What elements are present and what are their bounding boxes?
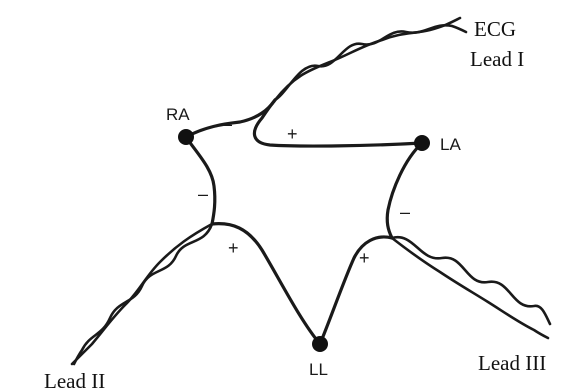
- lead-ii-negative-sign: –: [198, 184, 208, 204]
- lead-iii-twisted-cable: [390, 235, 552, 340]
- ra-label: RA: [166, 105, 190, 124]
- lead-ii-label: Lead II: [44, 369, 105, 392]
- ll-label: LL: [309, 360, 328, 379]
- lead-iii-negative-sign: –: [400, 202, 410, 222]
- lead-iii-positive-wire: [318, 235, 394, 346]
- lead-i-positive-sign: +: [287, 124, 298, 144]
- la-label: LA: [440, 135, 461, 154]
- lead-i-negative-sign: –: [222, 114, 232, 134]
- lead-iii-positive-sign: +: [359, 248, 370, 268]
- ll-electrode-node: [312, 336, 328, 352]
- lead-ii-positive-wire: [210, 222, 322, 346]
- lead-i-twisted-cable: [273, 16, 468, 102]
- lead-ii-twisted-cable: [70, 222, 214, 366]
- lead-iii-label: Lead III: [478, 351, 546, 375]
- lead-ii-negative-wire: [184, 135, 217, 226]
- ra-electrode-node: [178, 129, 194, 145]
- lead-i-positive-wire: [252, 98, 424, 148]
- lead-i-label: Lead I: [470, 47, 524, 71]
- lead-iii-negative-wire: [385, 141, 424, 240]
- ecg-label: ECG: [474, 17, 516, 41]
- la-electrode-node: [414, 135, 430, 151]
- lead-ii-positive-sign: +: [228, 238, 239, 258]
